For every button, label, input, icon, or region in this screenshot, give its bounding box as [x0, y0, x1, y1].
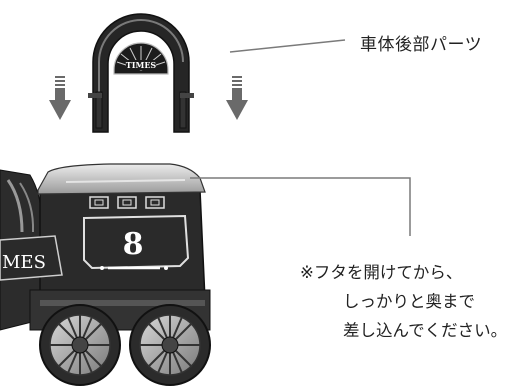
insert-arrow-left [49, 76, 71, 120]
rear-body-part: TIMES [88, 13, 194, 133]
cab-window [145, 196, 165, 209]
number-plate [83, 214, 190, 270]
wheel-right [129, 304, 211, 386]
cab-window [117, 196, 137, 209]
part-label-leader-line [229, 39, 346, 53]
locomotive: 8 MES [0, 163, 211, 331]
cab-window [89, 196, 109, 209]
instruction-note: ※フタを開けてから、 しっかりと奥まで 差し込んでください。 [300, 258, 507, 345]
instruction-line-1: ※フタを開けてから、 [300, 263, 463, 282]
instruction-line-3: 差し込んでください。 [343, 321, 508, 340]
side-text: MES [2, 252, 46, 273]
instruction-line-2: しっかりと奥まで [343, 292, 475, 311]
insert-arrow-right [226, 76, 248, 120]
wheel-left [39, 304, 121, 386]
instruction-leader-line [190, 177, 411, 236]
part-label: 車体後部パーツ [360, 35, 483, 55]
emblem-text: TIMES [126, 60, 157, 70]
engine-number: 8 [123, 227, 144, 262]
